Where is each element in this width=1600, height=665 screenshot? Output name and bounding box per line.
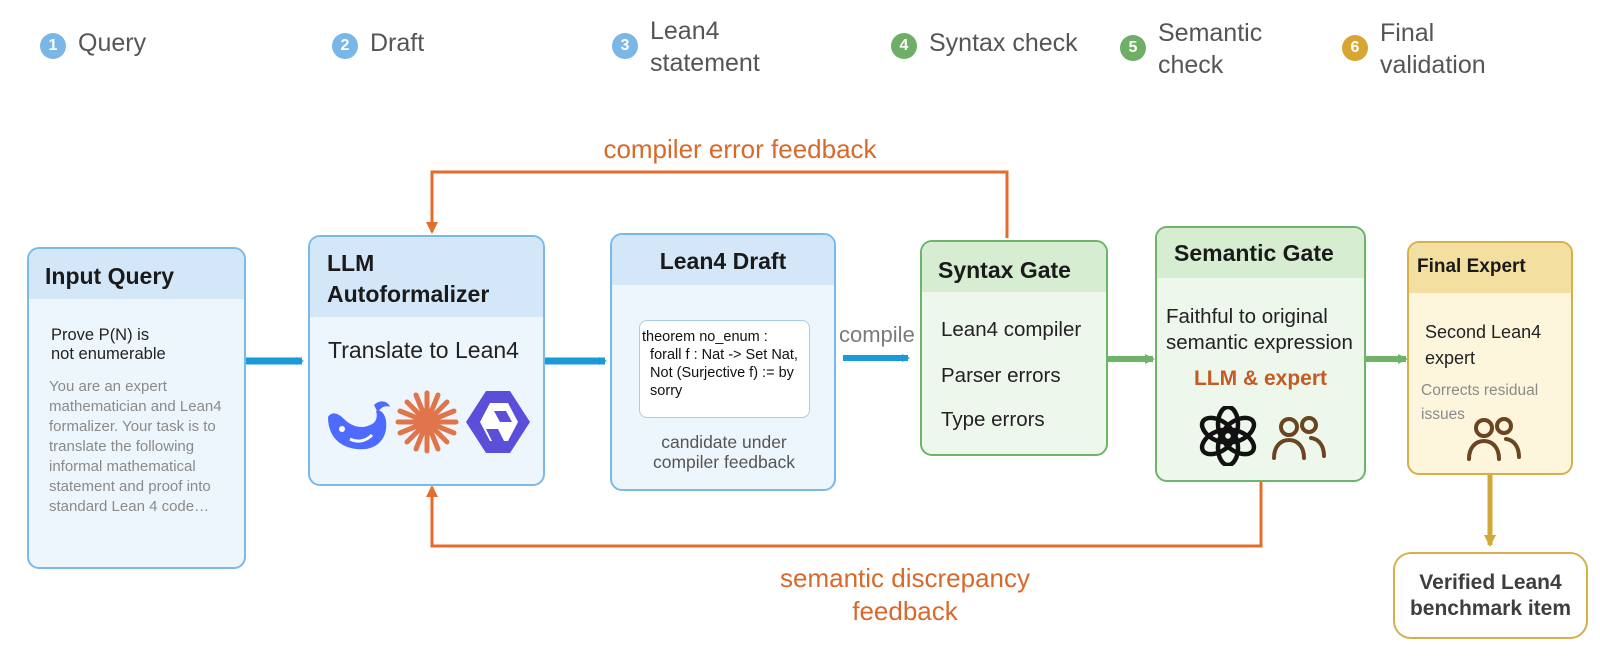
syntax-item-type-errors: Type errors	[941, 408, 1045, 431]
semantic-gate-title: Semantic Gate	[1157, 228, 1364, 278]
semantic-feedback-loop	[426, 482, 1263, 548]
prompt-text: You are an expert mathematician and Lean…	[49, 378, 222, 515]
people-icon	[1272, 416, 1326, 460]
deepseek-whale-icon	[328, 401, 390, 450]
syntax-item-parser-errors: Parser errors	[941, 364, 1061, 387]
query-text: Prove P(N) is not enumerable	[51, 326, 166, 363]
llm-expert-label: LLM & expert	[1193, 367, 1327, 390]
step-number: 1	[40, 33, 66, 59]
llm-autoformalizer-box: LLM Autoformalizer Translate to Lean4	[308, 235, 545, 486]
input-query-title: Input Query	[29, 249, 244, 299]
step-1: 1 Query	[40, 27, 146, 59]
step-number: 3	[612, 33, 638, 59]
draft-title: Lean4 Draft	[612, 235, 834, 285]
step-label: Syntax check	[929, 29, 1078, 57]
step-5: 5 Semantic check	[1120, 17, 1262, 81]
claude-starburst-icon	[395, 390, 459, 454]
lean-code-snippet: theorem no_enum : forall f : Nat -> Set …	[639, 320, 810, 418]
syntax-item-compiler: Lean4 compiler	[941, 318, 1082, 341]
llm-title: LLM Autoformalizer	[310, 237, 543, 317]
people-icon	[1467, 417, 1521, 461]
final-expert-note: Corrects residual issues	[1421, 382, 1539, 423]
semantic-feedback-label: semantic discrepancy feedback	[780, 563, 1030, 626]
step-label: Lean4 statement	[650, 17, 760, 77]
compiler-feedback-label: compiler error feedback	[603, 134, 877, 164]
final-expert-desc: Second Lean4 expert	[1425, 322, 1542, 368]
compile-label: compile	[839, 322, 915, 347]
semantic-gate-desc: Faithful to original semantic expression	[1166, 305, 1353, 354]
llm-subtitle: Translate to Lean4	[328, 337, 519, 363]
step-number: 2	[332, 33, 358, 59]
step-label: Final validation	[1380, 19, 1486, 79]
step-2: 2 Draft	[332, 27, 424, 59]
draft-caption: candidate under compiler feedback	[652, 432, 796, 472]
final-expert-box: Final Expert Second Lean4 expert Correct…	[1407, 241, 1573, 475]
step-3: 3 Lean4 statement	[612, 15, 760, 79]
step-label: Query	[78, 29, 147, 57]
qwen-logo-icon	[466, 391, 530, 453]
lean4-draft-box: Lean4 Draft theorem no_enum : forall f :…	[610, 233, 836, 491]
syntax-gate-box: Syntax Gate Lean4 compiler Parser errors…	[920, 240, 1108, 456]
openai-logo-icon	[1199, 406, 1257, 466]
syntax-gate-title: Syntax Gate	[922, 242, 1106, 292]
step-number: 5	[1120, 35, 1146, 61]
step-number: 4	[891, 33, 917, 59]
step-6: 6 Final validation	[1342, 17, 1486, 81]
input-query-box: Input Query Prove P(N) is not enumerable…	[27, 247, 246, 569]
step-4: 4 Syntax check	[891, 27, 1078, 59]
final-expert-title: Final Expert	[1409, 243, 1571, 293]
semantic-gate-box: Semantic Gate Faithful to original seman…	[1155, 226, 1366, 482]
step-label: Semantic check	[1158, 19, 1263, 79]
step-label: Draft	[370, 29, 425, 57]
verified-benchmark-item: Verified Lean4 benchmark item	[1393, 552, 1588, 639]
step-number: 6	[1342, 35, 1368, 61]
compiler-feedback-loop	[426, 170, 1009, 238]
